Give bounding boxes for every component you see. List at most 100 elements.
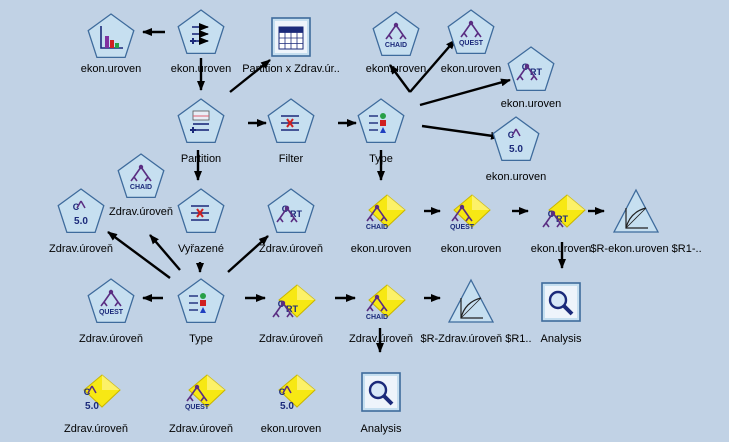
node-label: Analysis: [540, 333, 582, 345]
evaluation-icon: [612, 188, 660, 233]
node-label: $R-Zdrav.úroveň $R1..: [420, 333, 532, 345]
node-label: ekon.uroven: [440, 243, 502, 255]
node-label: Zdrav.úroveň: [64, 423, 128, 435]
svg-text:QUEST: QUEST: [185, 404, 210, 411]
stream-node-n22[interactable]: CHAID: [351, 272, 411, 332]
stream-node-n23[interactable]: [441, 272, 501, 332]
quest-icon: QUEST: [87, 278, 135, 324]
node-label: Zdrav.úroveň: [109, 206, 173, 218]
node-label: Zdrav.úroveň: [349, 333, 413, 345]
c50-model-icon: C 5.0: [83, 374, 121, 412]
svg-text:QUEST: QUEST: [99, 309, 124, 316]
connection-arrow: [421, 124, 501, 140]
node-label: ekon.uroven: [80, 63, 142, 75]
svg-text:RT: RT: [556, 214, 568, 224]
stream-node-n25[interactable]: C 5.0: [66, 362, 126, 422]
svg-text:5.0: 5.0: [85, 401, 99, 412]
node-label: ekon.uroven: [530, 243, 592, 255]
node-label: Type: [189, 333, 213, 345]
node-label: ekon.uroven: [440, 63, 502, 75]
stream-node-n12[interactable]: C 5.0: [51, 182, 111, 242]
quest-model-icon: QUEST: [185, 374, 226, 411]
stream-node-n28[interactable]: [351, 362, 411, 422]
chaid-model-icon: CHAID: [366, 284, 406, 321]
c50-model-icon: C5.0: [278, 374, 316, 412]
type-icon: [177, 278, 225, 324]
node-label: ekon.uroven: [260, 423, 322, 435]
chaid-icon: CHAID: [372, 11, 420, 57]
stream-node-n5[interactable]: QUEST: [441, 3, 501, 63]
stream-node-n18[interactable]: [606, 182, 666, 242]
connection-arrow: [409, 39, 456, 93]
node-label: Zdrav.úroveň: [259, 243, 323, 255]
node-label: Type: [369, 153, 393, 165]
stream-node-n1[interactable]: [81, 7, 141, 67]
svg-text:QUEST: QUEST: [450, 224, 475, 231]
node-label: Zdrav.úroveň: [49, 243, 113, 255]
stream-node-n3[interactable]: [261, 7, 321, 67]
svg-text:RT: RT: [290, 209, 302, 219]
stream-node-n24[interactable]: [531, 272, 591, 332]
svg-text:5.0: 5.0: [509, 144, 523, 155]
stream-node-n11[interactable]: CHAID: [111, 147, 171, 207]
analysis-icon: [361, 372, 401, 412]
partition-icon: [177, 98, 225, 144]
connection-arrow: [227, 235, 269, 273]
stream-node-n15[interactable]: CHAID: [351, 182, 411, 242]
stream-node-n4[interactable]: CHAID: [366, 5, 426, 65]
stream-node-n19[interactable]: QUEST: [81, 272, 141, 332]
node-label: Filter: [278, 153, 304, 165]
node-label: ekon.uroven: [365, 63, 427, 75]
analysis-icon: [541, 282, 581, 322]
node-label: ekon.uroven: [350, 243, 412, 255]
quest-model-icon: QUEST: [450, 194, 491, 231]
type-icon: [357, 98, 405, 144]
c50-icon: C5.0: [492, 116, 540, 162]
svg-text:C: C: [73, 202, 80, 212]
svg-text:QUEST: QUEST: [459, 40, 484, 47]
node-label: Partition: [180, 153, 222, 165]
stream-node-n8[interactable]: [261, 92, 321, 152]
stream-node-n7[interactable]: [171, 92, 231, 152]
svg-text:CHAID: CHAID: [130, 184, 152, 191]
stream-node-n2[interactable]: [171, 3, 231, 63]
node-label: Analysis: [360, 423, 402, 435]
node-label: ekon.uroven: [500, 98, 562, 110]
svg-text:5.0: 5.0: [74, 216, 88, 227]
node-label: Zdrav.úroveň: [79, 333, 143, 345]
stream-node-n9[interactable]: [351, 92, 411, 152]
node-label: Zdrav.úroveň: [259, 333, 323, 345]
svg-text:RT: RT: [286, 304, 298, 314]
svg-text:C: C: [279, 387, 286, 397]
connection-arrow: [107, 231, 171, 279]
chaid-model-icon: CHAID: [366, 194, 406, 231]
node-label: Vyřazené: [177, 243, 225, 255]
stream-node-n13[interactable]: [171, 182, 231, 242]
svg-text:C: C: [84, 387, 91, 397]
node-label: ekon.uroven: [170, 63, 232, 75]
node-label: Zdrav.úroveň: [169, 423, 233, 435]
derive-icon: [177, 9, 225, 55]
svg-text:CHAID: CHAID: [385, 42, 407, 49]
matrix-table-icon: [271, 17, 311, 57]
connection-arrow: [229, 59, 271, 93]
stream-node-n16[interactable]: QUEST: [436, 182, 496, 242]
stream-node-n26[interactable]: QUEST: [171, 362, 231, 422]
svg-text:CHAID: CHAID: [366, 314, 388, 321]
stream-node-n20[interactable]: [171, 272, 231, 332]
quest-icon: QUEST: [447, 9, 495, 55]
connection-arrow: [389, 64, 411, 93]
node-label: $R-ekon.uroven $R1-..: [590, 243, 702, 255]
chaid-icon: CHAID: [117, 153, 165, 199]
